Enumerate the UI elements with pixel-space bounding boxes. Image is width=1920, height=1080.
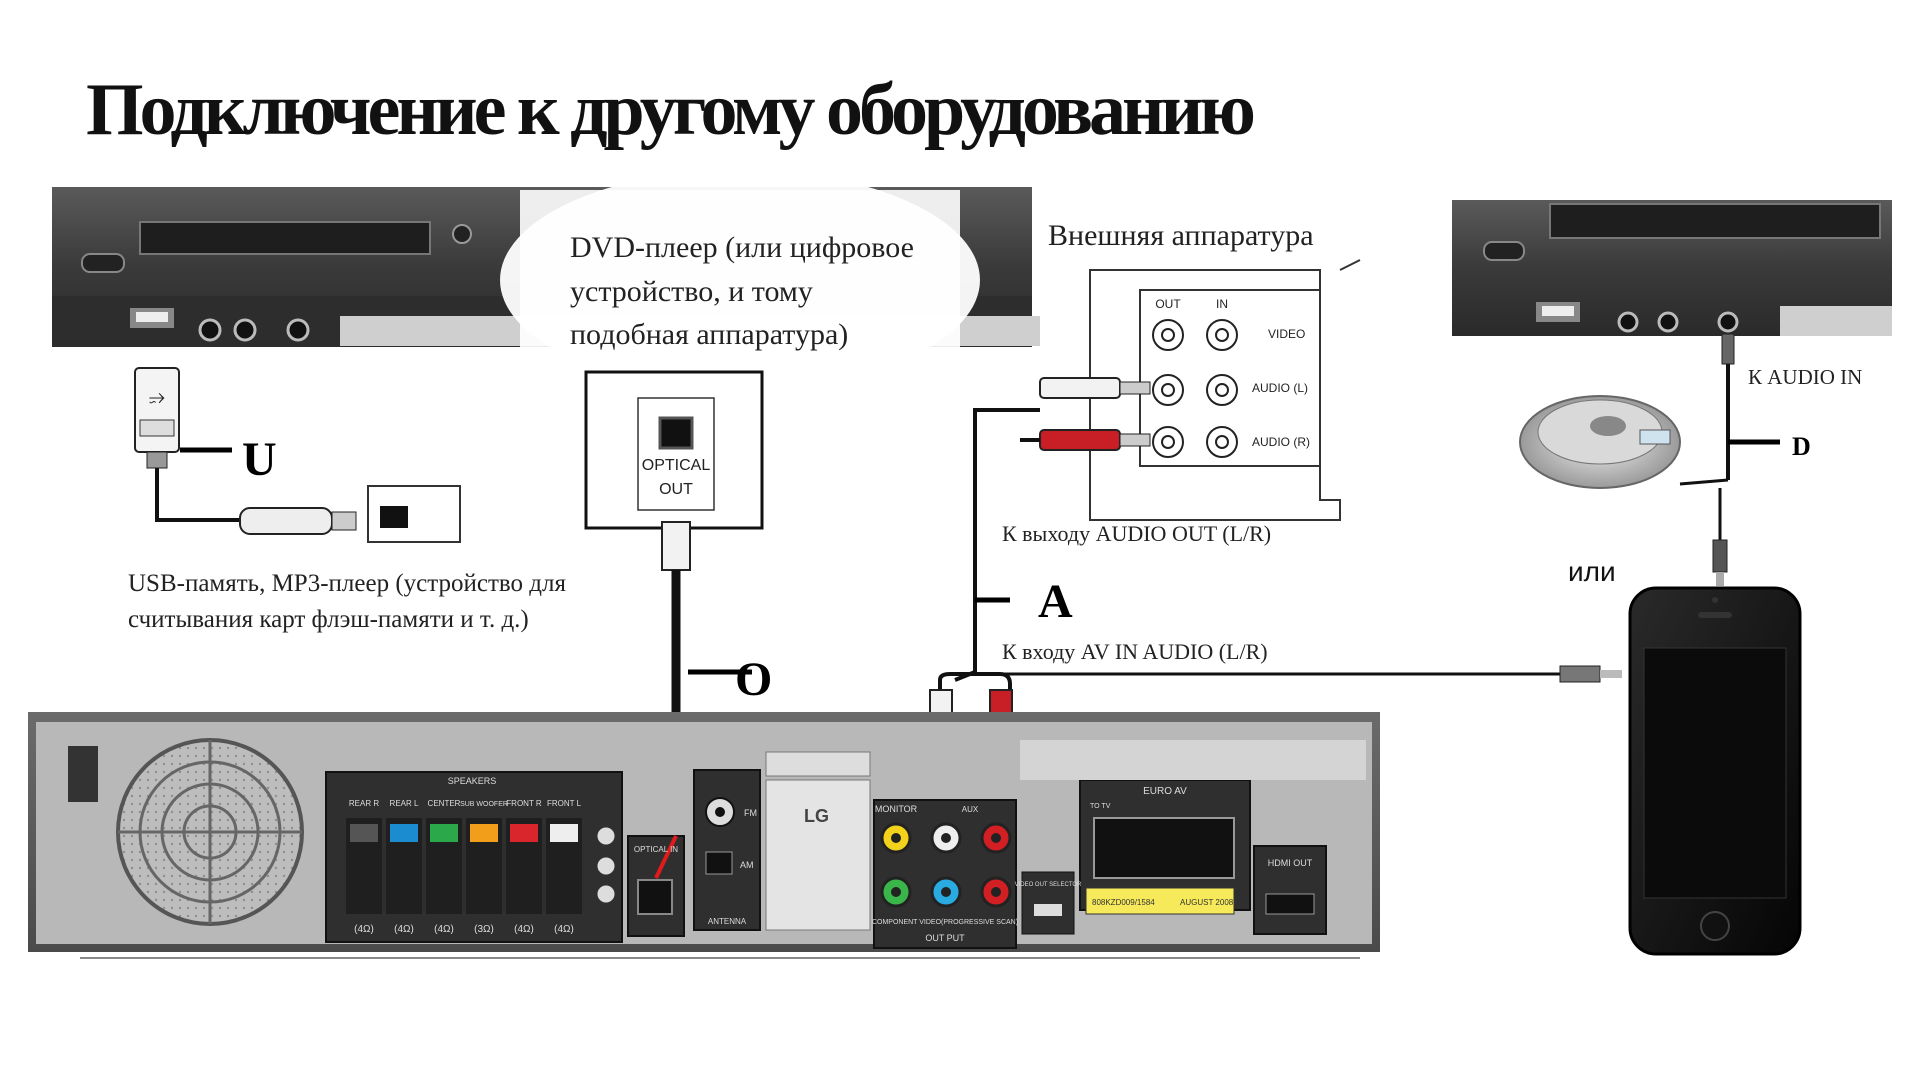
date-sticker: AUGUST 2008 [1180, 898, 1234, 907]
speaker-col: FRONT L [547, 799, 582, 808]
dvd-label-line: подобная аппаратура) [570, 318, 849, 351]
antenna-label: ANTENNA [708, 917, 747, 926]
usb-label-line: считывания карт флэш-памяти и т. д.) [128, 606, 529, 634]
output-label: OUT PUT [925, 933, 965, 943]
usb-label-line: USB-память, MP3-плеер (устройство для [128, 570, 566, 597]
ext-in-label: IN [1216, 297, 1228, 311]
impedance: (4Ω) [354, 924, 374, 935]
optical-label-1: OPTICAL [642, 457, 711, 474]
external-player-right [1452, 200, 1892, 336]
impedance: (4Ω) [434, 924, 454, 935]
optical-label-2: OUT [659, 481, 693, 498]
impedance: (4Ω) [554, 924, 574, 935]
connection-letter-a: A [1038, 575, 1073, 628]
speaker-col: SUB WOOFER [460, 801, 508, 808]
av-receiver [28, 712, 1380, 952]
speaker-col: FRONT R [506, 799, 542, 808]
connection-letter-u: U [242, 433, 277, 486]
impedance: (3Ω) [474, 924, 494, 935]
speaker-col: REAR R [349, 799, 379, 808]
speaker-col: CENTER [428, 799, 461, 808]
fm-label: FM [744, 808, 757, 818]
or-label: или [1568, 556, 1616, 587]
ext-out-label: OUT [1155, 297, 1181, 311]
dvd-player [52, 170, 1040, 390]
dvd-label-line: DVD-плеер (или цифровое [570, 231, 914, 264]
to-tv-label: TO TV [1090, 803, 1111, 810]
external-device-panel [1089, 259, 1361, 521]
aux-label: AUX [962, 805, 979, 814]
to-audio-in-label: К AUDIO IN [1748, 365, 1863, 389]
impedance: (4Ω) [514, 924, 534, 935]
speaker-col: REAR L [390, 799, 419, 808]
connection-letter-o: O [735, 653, 773, 706]
speakers-label: SPEAKERS [448, 776, 497, 786]
component-label: COMPONENT VIDEO(PROGRESSIVE SCAN) [872, 919, 1018, 926]
optical-in-label: OPTICAL IN [634, 845, 678, 854]
impedance: (4Ω) [394, 924, 414, 935]
am-label: AM [740, 860, 754, 870]
audio-cable-d [1679, 333, 1780, 586]
connection-letter-d: D [1792, 432, 1811, 461]
video-out-selector-label: VIDEO OUT SELECTOR [1015, 882, 1082, 888]
usb-cable: ⭌ [134, 367, 461, 543]
ext-audio-r-label: AUDIO (R) [1252, 435, 1310, 449]
monitor-label: MONITOR [875, 804, 918, 814]
smartphone [1628, 586, 1802, 956]
to-av-in-label: К входу AV IN AUDIO (L/R) [1002, 639, 1268, 664]
page-title: Подключение к другому оборудованию [86, 69, 1256, 151]
dvd-label: DVD-плеер (или цифровое устройство, и то… [570, 226, 914, 357]
optical-out-box [584, 370, 764, 530]
portable-cd-player [1519, 395, 1681, 489]
svg-text:⭌: ⭌ [149, 386, 165, 408]
external-label: Внешняя аппаратура [1048, 219, 1314, 252]
dvd-label-line: устройство, и тому [570, 274, 813, 308]
ext-video-label: VIDEO [1268, 327, 1305, 341]
to-audio-out-label: К выходу AUDIO OUT (L/R) [1002, 521, 1272, 546]
serial-sticker: 808KZD009/1584 [1092, 898, 1155, 907]
hdmi-out-label: HDMI OUT [1268, 858, 1313, 868]
usb-label: USB-память, MP3-плеер (устройство для сч… [128, 566, 566, 639]
ext-audio-l-label: AUDIO (L) [1252, 381, 1308, 395]
brand-logo: LG [804, 806, 829, 826]
euro-av-label: EURO AV [1143, 786, 1187, 797]
